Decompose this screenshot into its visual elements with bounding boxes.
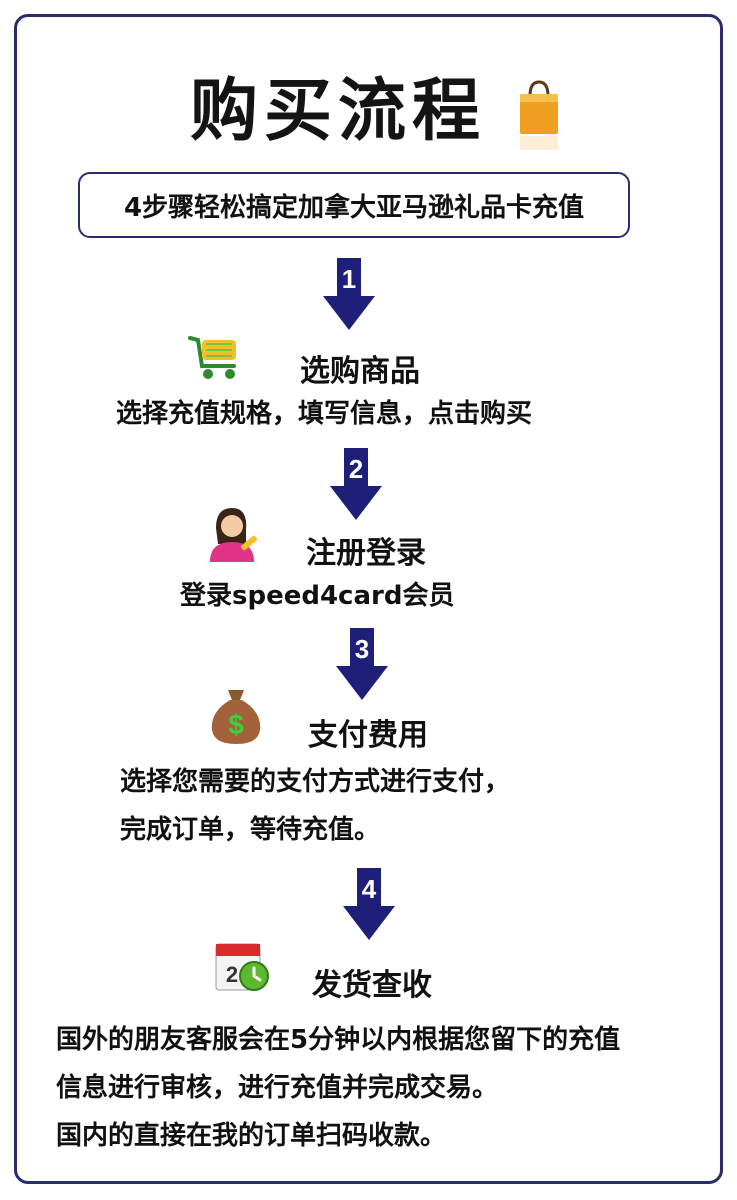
step-3-desc: 选择您需要的支付方式进行支付， 完成订单，等待充值。 [120, 758, 510, 854]
process-card [14, 14, 723, 1184]
step-2-number: 2 [348, 454, 364, 484]
step-1-arrow: 1 [323, 258, 375, 330]
shopping-bag-icon [516, 76, 562, 152]
subtitle-box: 4步骤轻松搞定加拿大亚马逊礼品卡充值 [78, 172, 630, 238]
user-register-icon [202, 504, 262, 564]
step-3-desc-line-2: 完成订单，等待充值。 [120, 815, 381, 845]
step-1-number: 1 [341, 264, 357, 294]
money-bag-icon: $ [206, 686, 266, 746]
step-1-title: 选购商品 [300, 354, 420, 389]
step-2-arrow: 2 [330, 448, 382, 520]
step-4-arrow: 4 [343, 868, 395, 940]
svg-text:$: $ [228, 709, 244, 740]
calendar-clock-icon: 2 [212, 936, 272, 996]
step-4-desc-line-1: 国外的朋友客服会在5分钟以内根据您留下的充值 [56, 1025, 621, 1055]
shopping-cart-icon [186, 326, 246, 386]
step-3-desc-line-1: 选择您需要的支付方式进行支付， [120, 767, 511, 797]
step-3-arrow: 3 [336, 628, 388, 700]
page-title: 购买流程 [190, 72, 487, 151]
title-row: 购买流程 [0, 62, 737, 162]
step-3-title: 支付费用 [308, 718, 428, 753]
step-4-desc-line-2: 信息进行审核，进行充值并完成交易。 [56, 1073, 499, 1103]
step-2-desc: 登录speed4card会员 [180, 572, 454, 620]
subtitle-text: 4步骤轻松搞定加拿大亚马逊礼品卡充值 [123, 192, 585, 223]
step-1-desc: 选择充值规格，填写信息，点击购买 [116, 390, 532, 438]
step-4-title: 发货查收 [312, 968, 432, 1003]
step-4-desc: 国外的朋友客服会在5分钟以内根据您留下的充值 信息进行审核，进行充值并完成交易。… [56, 1016, 620, 1160]
step-2-desc-line: 登录speed4card会员 [180, 581, 455, 611]
step-4-number: 4 [361, 874, 377, 904]
svg-text:2: 2 [226, 962, 238, 987]
step-3-number: 3 [354, 634, 370, 664]
step-2-title: 注册登录 [306, 536, 426, 571]
step-4-desc-line-3: 国内的直接在我的订单扫码收款。 [56, 1121, 447, 1151]
step-1-desc-line: 选择充值规格，填写信息，点击购买 [116, 399, 533, 429]
